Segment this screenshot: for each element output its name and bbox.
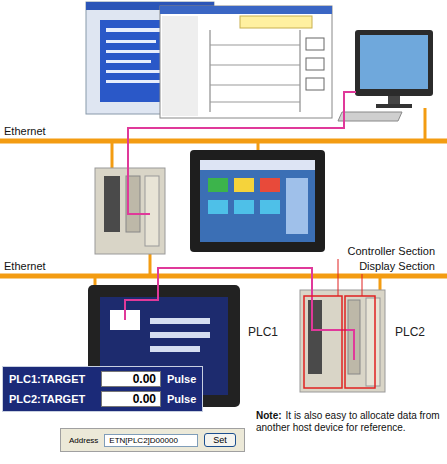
panel-line (106, 40, 156, 43)
node-box: PLC2 (300, 288, 432, 393)
window-title-bar (160, 6, 332, 14)
controller-outline (304, 296, 342, 388)
field-caption: Address (69, 436, 98, 445)
ladder-window (160, 6, 332, 118)
hmi-screen (200, 160, 315, 242)
network-label: Ethernet (4, 260, 46, 273)
value-field: 0.00 (101, 371, 161, 387)
leader-line (362, 274, 363, 296)
screen-item (150, 332, 210, 338)
note-text: It is also easy to allocate data from an… (256, 410, 440, 433)
screen-button (208, 200, 228, 214)
screen-button (260, 178, 280, 192)
note-heading: Note: (256, 410, 282, 421)
screen-button (234, 178, 254, 192)
screen-item (150, 318, 210, 324)
coil-symbol (306, 38, 324, 50)
keyboard (338, 112, 402, 121)
tag-name: PLC2:TARGET (9, 393, 101, 405)
panel-line (106, 28, 166, 32)
set-button: Set (204, 433, 236, 447)
screen-keypad (286, 178, 308, 234)
panel-line (106, 80, 161, 83)
screen-title-bar (200, 160, 315, 170)
address-field: ETN[PLC2]D00000 (104, 434, 198, 447)
tag-name: PLC1:TARGET (9, 373, 101, 385)
leader-line (338, 259, 339, 296)
data-path (125, 285, 158, 320)
ethernet-cable (257, 141, 260, 150)
label-holder: Controller Section (348, 241, 435, 259)
monitor-base (376, 104, 412, 108)
screen-button (234, 200, 254, 214)
panel-line (106, 70, 168, 73)
ethernet-cable (424, 108, 427, 141)
module-slot (104, 176, 120, 232)
ethernet-cable (379, 276, 382, 290)
device-label: PLC1 (248, 325, 278, 339)
ladder-rung (210, 102, 300, 103)
section-label: Controller Section (348, 245, 435, 258)
section-label: Display Section (359, 260, 435, 273)
hmi-panel (190, 150, 325, 252)
display-outline (345, 296, 375, 388)
note-block: Note:It is also easy to allocate data fr… (256, 410, 442, 434)
ethernet-cable (94, 276, 97, 285)
coil-symbol (306, 58, 324, 70)
node-box: PLC1:TARGET0.00PulsePLC2:TARGET0.00Pulse (2, 366, 203, 412)
coil-symbol (306, 78, 324, 90)
data-path (312, 288, 354, 360)
value-field: 0.00 (101, 391, 161, 407)
device-label: PLC2 (395, 325, 425, 339)
monitor-stand (388, 96, 400, 104)
ladder-rung (210, 65, 300, 66)
label-holder: Ethernet (4, 121, 46, 139)
module-side (366, 298, 380, 386)
screen-item (150, 346, 200, 352)
screen-button (260, 200, 280, 214)
ladder-rung (210, 45, 300, 46)
pc-screen (360, 35, 428, 89)
label-holder: Ethernet (4, 256, 46, 274)
ladder-rail (210, 30, 211, 112)
ethernet-cable (149, 254, 152, 276)
module-slot (308, 300, 322, 374)
module-side (145, 176, 159, 246)
node-box: Address ETN[PLC2]D00000 Set (60, 428, 245, 452)
comment-box (240, 16, 312, 28)
ladder-rail (300, 30, 301, 112)
value-row: PLC1:TARGET0.00 Pulse (9, 371, 196, 387)
ladder-rung (210, 85, 300, 86)
panel-line (106, 60, 151, 63)
network-label: Ethernet (4, 125, 46, 138)
plc-module (95, 168, 165, 254)
unit-label: Pulse (167, 373, 196, 385)
ethernet-line (0, 139, 447, 144)
network-connector (158, 268, 312, 288)
value-row: PLC2:TARGET0.00 Pulse (9, 391, 196, 407)
pc-monitor (355, 30, 433, 96)
unit-label: Pulse (167, 393, 196, 405)
label-holder: Display Section (359, 256, 435, 274)
ethernet-cable (111, 141, 114, 168)
tree-pane (162, 16, 198, 116)
screen-button (208, 178, 228, 192)
